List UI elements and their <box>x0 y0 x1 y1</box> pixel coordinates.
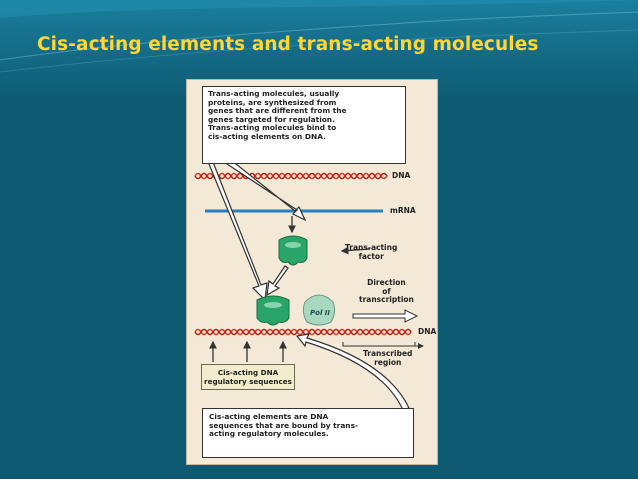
header-swoosh <box>0 0 638 73</box>
figure-art <box>194 159 424 411</box>
bottom-box-line-3: acting regulatory molecules. <box>209 429 329 439</box>
trans-acting-factor-label: Trans-acting factor <box>345 243 398 261</box>
top-box-line-6: cis-acting elements on DNA. <box>208 131 326 141</box>
dna-bottom-label: DNA <box>418 327 437 336</box>
gene-regulation-figure: Trans-acting molecules, usually proteins… <box>186 79 438 465</box>
pol-ii-icon <box>302 294 336 326</box>
bottom-box-line-2: sequences that are bound by trans- <box>209 420 359 430</box>
transcribed-bracket <box>342 342 416 347</box>
bottom-box-line-1: Cis-acting elements are DNA <box>209 412 329 421</box>
cis-acting-description-box: Cis-acting elements are DNA sequences th… <box>202 408 414 458</box>
box-pointer-arrow-2 <box>208 161 268 302</box>
trans-acting-description-box: Trans-acting molecules, usually proteins… <box>202 86 406 164</box>
transcribed-region-label: Transcribed region <box>363 349 413 367</box>
dna-top-strand <box>194 172 388 180</box>
binding-arrow <box>266 265 289 297</box>
top-box-line-1: Trans-acting molecules, usually <box>208 89 340 98</box>
cis-acting-label: Cis-acting DNA regulatory sequences <box>201 364 295 390</box>
dna-bottom-strand <box>194 328 412 336</box>
direction-label: Direction of transcription <box>359 278 414 305</box>
pol-ii-label: Pol II <box>310 309 330 317</box>
trans-acting-factor-icon <box>278 235 308 266</box>
mrna-label: mRNA <box>390 206 416 215</box>
dna-top-label: DNA <box>392 171 411 180</box>
bottom-box-pointer-arrow <box>295 333 410 411</box>
factor-pointer-arrow <box>340 246 371 255</box>
slide-title: Cis-acting elements and trans-acting mol… <box>37 34 539 55</box>
top-box-line-5: Trans-acting molecules bind to <box>208 123 337 133</box>
top-box-line-2: proteins, are synthesized from <box>208 97 337 107</box>
top-box-line-4: genes targeted for regulation. <box>208 114 335 124</box>
box-pointer-arrow-1 <box>226 159 307 222</box>
direction-arrow <box>352 309 419 323</box>
bound-factor-icon <box>256 295 290 326</box>
top-box-line-3: genes that are different from the <box>208 106 347 116</box>
